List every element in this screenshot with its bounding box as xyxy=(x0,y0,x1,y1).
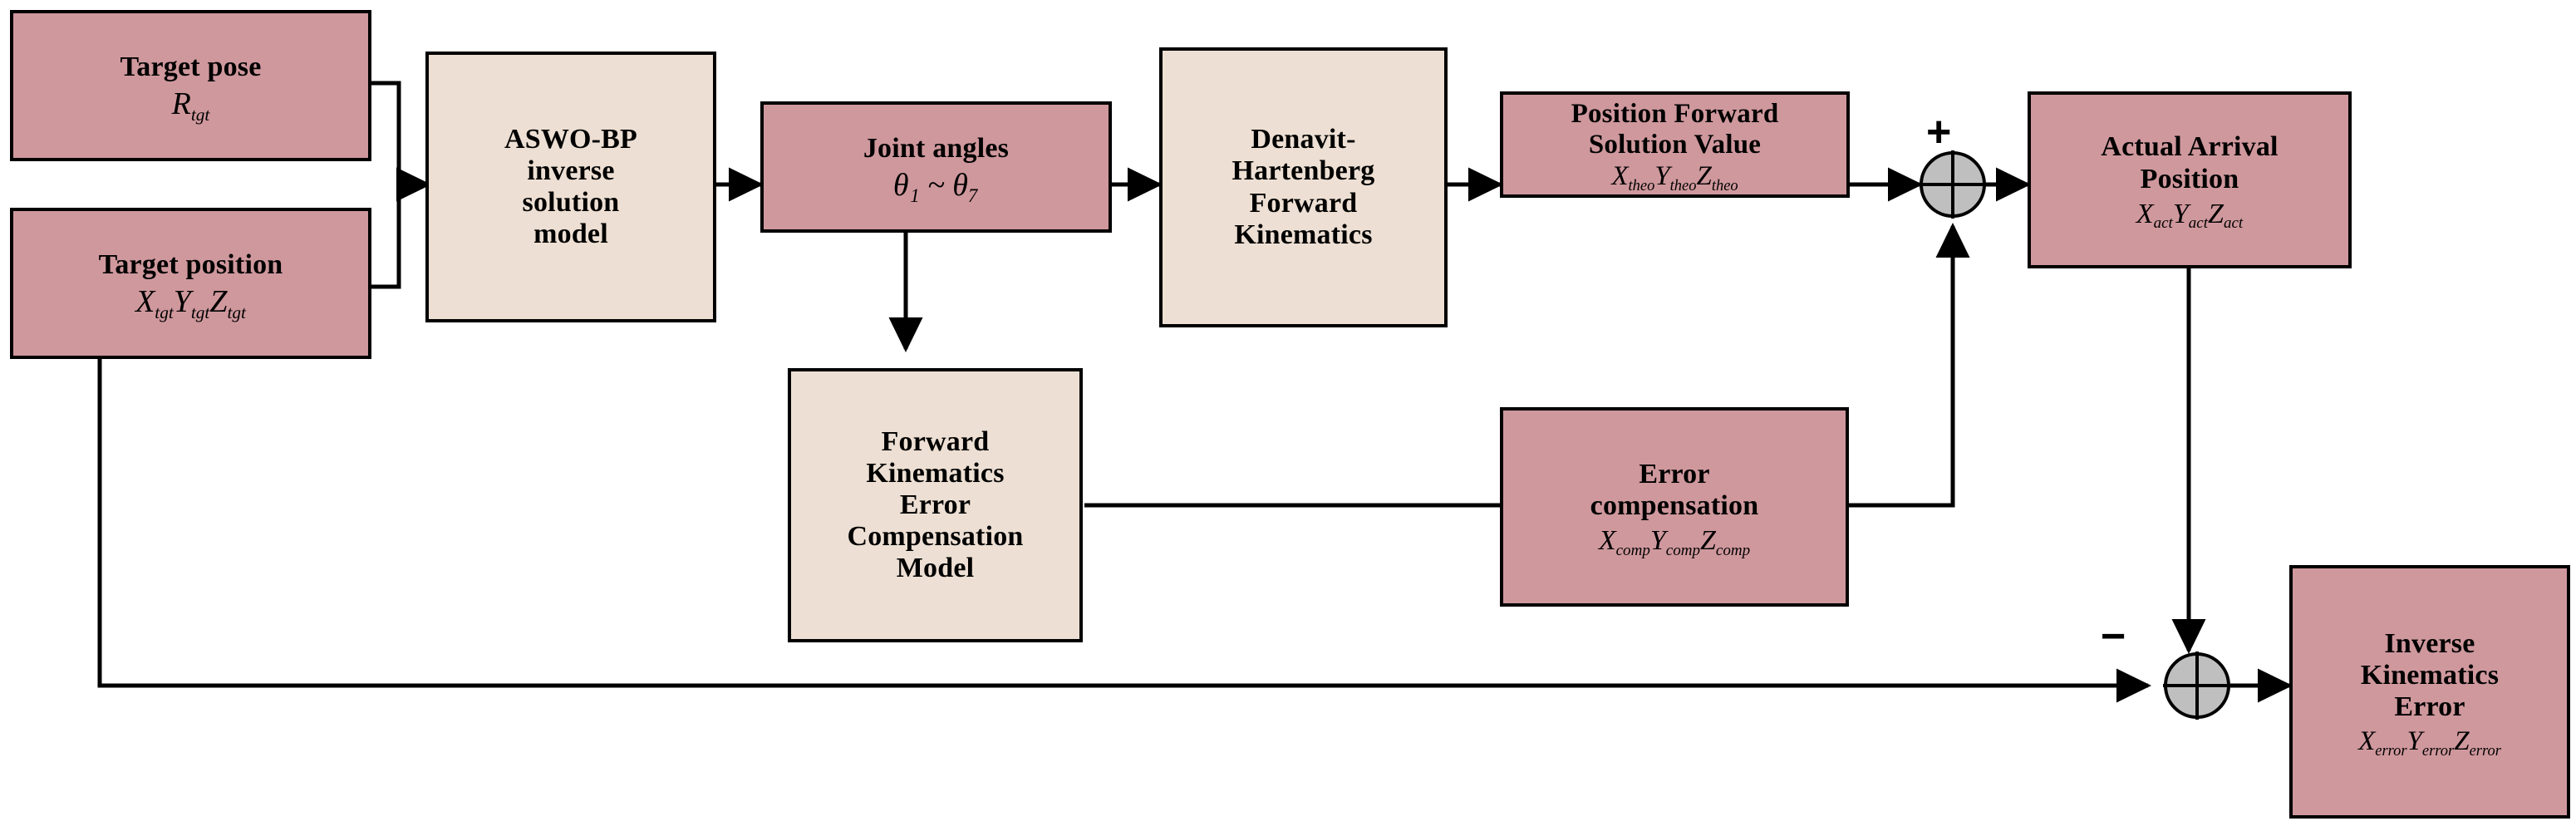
symbol-sub-z: tgt xyxy=(227,302,246,322)
symbol-sub-z: theo xyxy=(1711,176,1738,194)
symbol-base-z: Z xyxy=(2208,198,2224,229)
symbol-sub-y: error xyxy=(2421,741,2455,759)
block-symbol: XcompYcompZcomp xyxy=(1598,525,1750,558)
block-symbol: XtheoYtheoZtheo xyxy=(1611,160,1738,192)
symbol-base-y: Y xyxy=(2406,726,2422,757)
block-symbol: Rtgt xyxy=(171,86,210,123)
symbol-sub-x: theo xyxy=(1628,176,1655,194)
summing-junction-upper[interactable] xyxy=(1919,150,1987,219)
block-title: ASWO-BP inverse solution model xyxy=(504,123,638,250)
symbol-base-y: Y xyxy=(2172,198,2189,229)
block-denavit-hartenberg-forward-kinematics[interactable]: Denavit- Hartenberg Forward Kinematics xyxy=(1159,47,1448,327)
symbol-sub-x: comp xyxy=(1615,541,1650,559)
block-title: Position Forward Solution Value xyxy=(1571,99,1779,160)
block-title: Error compensation xyxy=(1590,458,1759,521)
block-title: Actual Arrival Position xyxy=(2101,131,2279,194)
symbol-sub-z: act xyxy=(2223,214,2244,233)
symbol-sub-x: tgt xyxy=(155,302,174,322)
sum-upper-sign: + xyxy=(1926,108,1952,156)
symbol-base-x: X xyxy=(2358,726,2376,757)
symbol-base: R xyxy=(171,86,191,122)
symbol-sub-y: act xyxy=(2188,214,2209,233)
symbol-base-z: Z xyxy=(209,284,228,320)
symbol-base-x: X xyxy=(2136,198,2154,229)
block-symbol: XerrorYerrorZerror xyxy=(2358,726,2501,758)
symbol-base-z: Z xyxy=(1696,160,1712,191)
sum-lower-sign: − xyxy=(2101,612,2126,661)
wire-error-comp-to-sum-upper xyxy=(1832,222,1970,508)
summing-junction-lower[interactable] xyxy=(2163,652,2231,720)
symbol-base-z: Z xyxy=(2454,726,2470,757)
block-title: Inverse Kinematics Error xyxy=(2360,627,2500,723)
symbol-sub-y: tgt xyxy=(190,302,210,322)
block-forward-kinematics-error-compensation-model[interactable]: Forward Kinematics Error Compensation Mo… xyxy=(788,368,1083,642)
symbol-sub-x: act xyxy=(2153,214,2173,233)
block-symbol: XtgtYtgtZtgt xyxy=(135,284,246,321)
symbol-sub-y: comp xyxy=(1665,541,1700,559)
block-title: Target pose xyxy=(120,51,262,82)
symbol-base-x: X xyxy=(1611,160,1629,191)
block-target-pose[interactable]: Target pose Rtgt xyxy=(10,10,371,161)
symbol-base-y: Y xyxy=(1649,525,1666,557)
block-title: Joint angles xyxy=(863,132,1010,164)
symbol-base-z: Z xyxy=(1700,525,1716,557)
symbol-base-x: X xyxy=(1598,525,1616,557)
block-title: Forward Kinematics Error Compensation Mo… xyxy=(847,425,1024,584)
block-position-forward-solution-value[interactable]: Position Forward Solution Value XtheoYth… xyxy=(1500,91,1850,198)
symbol-sub-x: error xyxy=(2375,741,2407,759)
block-error-compensation[interactable]: Error compensation XcompYcompZcomp xyxy=(1500,407,1849,607)
block-title: Target position xyxy=(98,248,283,280)
symbol-base-y: Y xyxy=(1654,160,1670,191)
symbol-sub-z: comp xyxy=(1715,541,1751,559)
block-joint-angles[interactable]: Joint angles θ₁ ~ θ₇ xyxy=(760,101,1112,233)
symbol-base-x: X xyxy=(135,284,155,320)
symbol-sub-z: error xyxy=(2469,741,2501,759)
block-target-position[interactable]: Target position XtgtYtgtZtgt xyxy=(10,208,371,359)
block-actual-arrival-position[interactable]: Actual Arrival Position XactYactZact xyxy=(2028,91,2352,268)
symbol-base-y: Y xyxy=(173,284,191,320)
block-aswo-bp-inverse-solution-model[interactable]: ASWO-BP inverse solution model xyxy=(425,52,716,322)
block-symbol: XactYactZact xyxy=(2136,198,2244,233)
block-title: Denavit- Hartenberg Forward Kinematics xyxy=(1231,124,1375,250)
symbol-sub: tgt xyxy=(190,104,210,125)
block-symbol: θ₁ ~ θ₇ xyxy=(892,168,980,204)
block-inverse-kinematics-error[interactable]: Inverse Kinematics Error XerrorYerrorZer… xyxy=(2289,565,2570,819)
wire-inputs-bracket xyxy=(370,81,401,289)
symbol-sub-y: theo xyxy=(1669,176,1697,194)
